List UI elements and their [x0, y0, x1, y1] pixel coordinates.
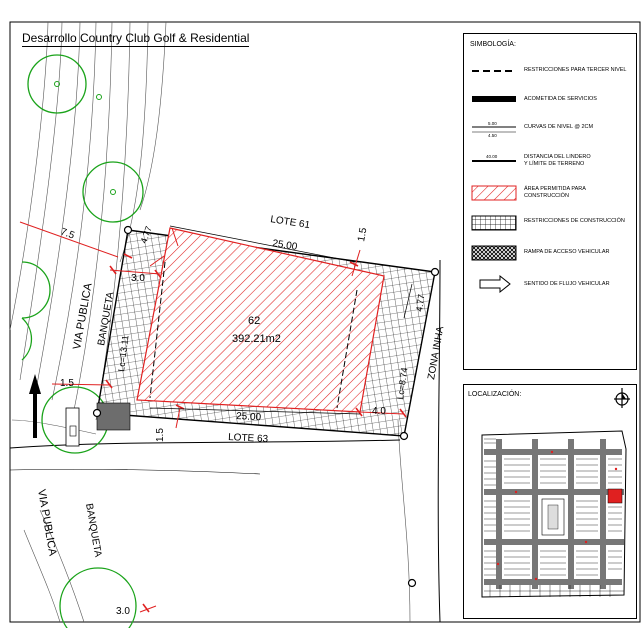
bottom-length-label: 25.00 — [236, 411, 262, 423]
lot-number: 62 — [248, 315, 260, 327]
neighbor-top-label: LOTE 61 — [270, 214, 312, 231]
front-left-dim: Lc=13.11 — [116, 335, 130, 373]
legend-item-services: ACOMETIDA DE SERVICIOS — [464, 92, 638, 120]
legend-item-boundary: 40.00 DISTANCIA DEL LINDERO Y LÍMITE DE … — [464, 152, 638, 180]
sidewalk-line-lower — [9, 468, 261, 475]
legend-label: RESTRICCIONES DE CONSTRUCCIÓN — [524, 218, 625, 224]
legend-item-flow: SENTIDO DE FLUJO VEHICULAR — [464, 274, 638, 302]
legend-label: ÁREA PERMITIDA PARA CONSTRUCCIÓN — [524, 186, 586, 199]
north-arrow-left — [29, 374, 41, 438]
contour-lines-right — [397, 419, 411, 623]
legend-heading: SIMBOLOGÍA: — [470, 41, 516, 48]
third-level-line-left — [149, 261, 166, 399]
ramp-pattern-icon — [471, 245, 517, 261]
location-panel: LOCALIZACIÓN: — [463, 384, 637, 619]
setback-left-label: 1.5 — [60, 378, 74, 389]
bottom-length-dim-line — [149, 407, 361, 415]
service-connection — [96, 402, 131, 431]
contour-icon: 5.00 4.50 — [472, 121, 516, 138]
dimension-lines — [19, 221, 405, 613]
drawing-frame — [9, 21, 641, 623]
street-edge-right — [437, 259, 441, 623]
thick-bar-icon — [472, 96, 516, 102]
legend-label: CURVAS DE NIVEL @ 2CM — [524, 124, 594, 130]
top-length-label: 25.00 — [272, 238, 299, 253]
drawing-title: Desarrollo Country Club Golf & Residenti… — [22, 31, 250, 47]
legend-item-contours: 5.00 4.50 CURVAS DE NIVEL @ 2CM — [464, 120, 638, 148]
sidewalk-label-2: BANQUETA — [83, 503, 103, 559]
legend-item-restrictions: RESTRICCIONES DE CONSTRUCCIÓN — [464, 214, 638, 242]
location-highlight — [607, 488, 623, 504]
lot-area: 392.21m2 — [232, 333, 281, 345]
location-heading: LOCALIZACIÓN: — [468, 391, 522, 398]
legend-item-third-level: RESTRICCIONES PARA TERCER NIVEL — [464, 64, 638, 92]
third-level-line-right — [336, 289, 358, 409]
dimension-ticks — [105, 253, 407, 613]
dashed-line-icon — [472, 70, 516, 72]
back-setback-label: 4.0 — [372, 406, 386, 417]
right-side-dim: 4.77 — [414, 294, 426, 313]
offset-label: 7.5 — [59, 226, 76, 241]
back-right-dim: Lc=8.74 — [395, 367, 409, 400]
legend-label: RESTRICCIONES PARA TERCER NIVEL — [524, 67, 627, 73]
street-left-label-1: VIA PUBLICA — [71, 282, 95, 351]
corner-markers — [92, 225, 440, 588]
legend-item-ramp: RAMPA DE ACCESO VEHICULAR — [464, 244, 638, 272]
setback-top-label: 1.5 — [356, 226, 369, 242]
location-map — [476, 429, 628, 601]
tree-circles — [21, 54, 144, 628]
flow-arrow-icon — [479, 274, 511, 294]
setback-bottom-label: 1.5 — [155, 428, 166, 442]
legend-label: SENTIDO DE FLUJO VEHICULAR — [524, 281, 610, 287]
legend-item-construction-area: ÁREA PERMITIDA PARA CONSTRUCCIÓN — [464, 184, 638, 212]
legend-label: ACOMETIDA DE SERVICIOS — [524, 96, 597, 102]
street-left-label-2: VIA PUBLICA — [35, 488, 59, 557]
boundary-line-icon: 40.00 — [472, 154, 516, 162]
neighbor-bottom-label: LOTE 63 — [228, 432, 269, 445]
legend-panel: SIMBOLOGÍA: RESTRICCIONES PARA TERCER NI… — [463, 33, 637, 370]
top-length-dim-line — [169, 225, 356, 263]
grid-icon — [471, 215, 517, 231]
zone-right-label: ZONA INHA — [426, 325, 446, 380]
legend-label: DISTANCIA DEL LINDERO Y LÍMITE DE TERREN… — [524, 154, 591, 167]
legend-label: RAMPA DE ACCESO VEHICULAR — [524, 249, 610, 255]
street-edge-lower — [9, 439, 401, 449]
hatch-icon — [471, 185, 517, 201]
front-setback-bottom-label: 3.0 — [116, 606, 130, 617]
contour-bottom-value: 4.50 — [488, 133, 497, 138]
contour-top-value: 5.00 — [488, 121, 497, 126]
front-setback-label: 3.0 — [131, 273, 145, 284]
construction-area — [136, 227, 385, 413]
north-arrow-icon — [614, 388, 630, 408]
boundary-value: 40.00 — [486, 154, 498, 159]
